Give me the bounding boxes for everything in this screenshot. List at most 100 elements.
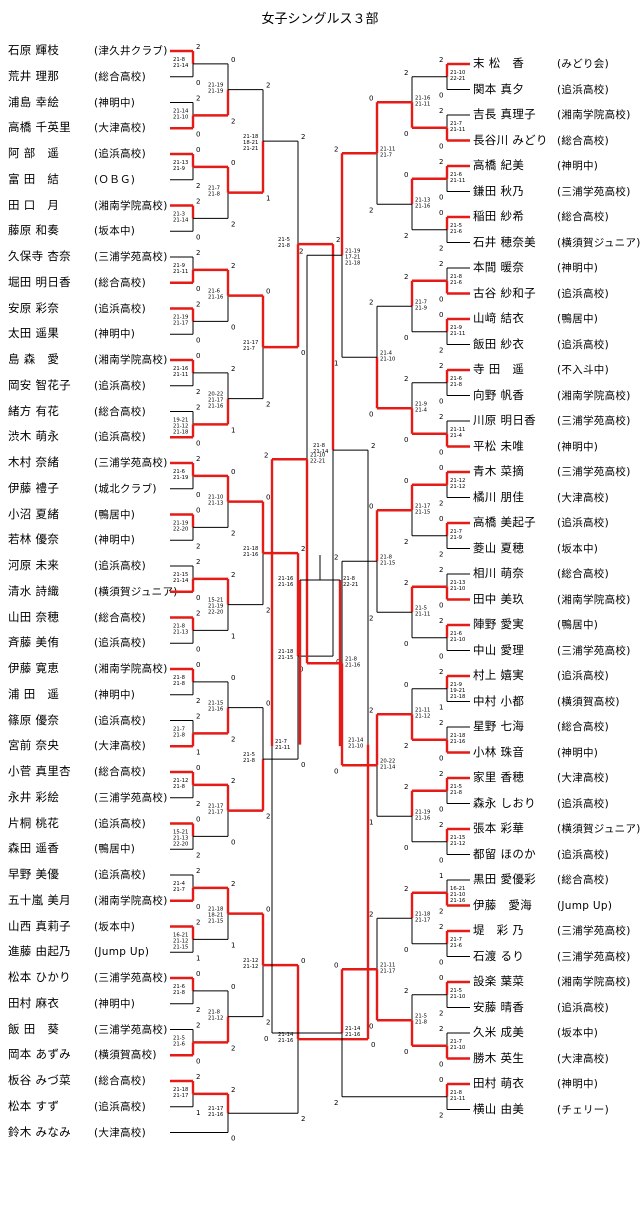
left-games-won: 2	[231, 262, 235, 270]
left-games-won: 2	[231, 220, 235, 228]
right-score: 21-7	[415, 299, 427, 305]
right-score: 21-16	[415, 95, 431, 101]
left-games-won: 0	[371, 1041, 375, 1049]
left-player-13: 島 森 愛(湘南学院高校)	[8, 351, 168, 368]
left-score: 21-8	[278, 243, 291, 249]
right-games-won: 2	[404, 69, 408, 77]
right-player-20: 菱山 夏穂(坂本中)	[473, 540, 598, 557]
player-name: 篠原 優奈	[8, 712, 60, 727]
player-name: 山﨑 結衣	[473, 311, 525, 325]
right-score: 21-10	[450, 994, 466, 1000]
right-games-won: 2	[439, 1025, 443, 1033]
left-score: 15-21	[173, 829, 188, 835]
left-score: 21-17	[208, 804, 223, 810]
right-games-won: 2	[299, 247, 303, 255]
player-name: 村上 嬉実	[473, 668, 525, 682]
left-score: 21-7	[173, 887, 185, 893]
right-player-36: 石渡 るり(三浦学苑高校)	[473, 948, 631, 965]
right-score: 21-17	[415, 503, 430, 509]
left-score: 21-15	[208, 701, 223, 707]
right-score: 21-8	[345, 656, 358, 662]
left-player-24: 斉藤 美侑(追浜高校)	[8, 634, 146, 651]
player-team: (神明中)	[94, 328, 136, 341]
left-score: 21-14	[278, 1032, 294, 1038]
right-games-won: 2	[439, 56, 443, 64]
player-name: 本間 暖奈	[473, 260, 525, 274]
right-score: 21-9	[450, 682, 462, 688]
player-team: (追浜高校)	[94, 1100, 146, 1113]
player-team: (追浜高校)	[94, 431, 146, 444]
right-player-38: 安藤 晴香(追浜高校)	[473, 999, 609, 1016]
left-games-won: 0	[196, 594, 200, 602]
left-games-won: 1	[231, 426, 235, 434]
right-score: 21-8	[450, 1090, 463, 1096]
left-games-won: 0	[196, 816, 200, 824]
player-name: 石渡 るり	[473, 948, 525, 963]
left-player-10: 堀田 明日香(総合高校)	[8, 274, 146, 291]
left-score: 21-7	[243, 346, 255, 352]
right-score: 21-18	[450, 694, 466, 700]
right-score: 21-12	[415, 713, 430, 719]
player-name: 寺 田 遥	[473, 362, 525, 376]
right-score: 21-13	[415, 197, 430, 203]
right-score: 21-15	[450, 835, 465, 841]
right-player-24: 中山 愛理(三浦学苑高校)	[473, 642, 631, 659]
right-games-won: 2	[404, 742, 408, 750]
player-team: (追浜高校)	[557, 287, 609, 300]
player-name: 高橋 美起子	[473, 515, 536, 529]
player-name: 渋木 萌永	[8, 429, 60, 444]
left-score: 21-18	[243, 546, 259, 552]
left-score: 22-20	[173, 526, 189, 532]
left-games-won: 2	[266, 82, 270, 90]
left-games-won: 2	[196, 455, 200, 463]
left-player-22: 清水 詩織(横須賀ジュニア)	[8, 583, 178, 600]
left-score: 21-19	[173, 314, 188, 320]
player-name: 黒田 愛優彩	[473, 872, 536, 886]
left-games-won: 0	[196, 233, 200, 241]
left-score: 21-12	[173, 938, 188, 944]
left-games-won: 0	[231, 468, 235, 476]
left-games-won: 0	[266, 700, 270, 708]
left-score: 21-12	[243, 958, 258, 964]
right-games-won: 0	[439, 515, 443, 523]
left-games-won: 0	[231, 983, 235, 991]
left-games-won: 0	[196, 970, 200, 978]
left-games-won: 2	[196, 43, 200, 51]
player-name: 鈴木 みなみ	[8, 1124, 71, 1139]
left-score: 21-9	[173, 263, 185, 269]
right-score: 21-19	[415, 809, 430, 815]
player-name: 田 口 月	[8, 197, 60, 212]
left-games-won: 2	[231, 117, 235, 125]
left-games-won: 0	[231, 159, 235, 167]
right-games-won: 0	[404, 334, 408, 342]
player-name: 富 田 結	[8, 171, 60, 186]
player-team: (神明中)	[94, 997, 136, 1010]
right-score: 21-9	[450, 535, 462, 541]
player-team: (横須賀高校)	[557, 695, 620, 708]
right-games-won: 2	[439, 668, 443, 676]
left-games-won: 2	[266, 813, 270, 821]
left-player-19: 小沼 夏緒(鴨居中)	[8, 506, 135, 523]
right-games-won: 0	[404, 130, 408, 138]
left-score: 16-21	[173, 932, 188, 938]
player-name: 陣野 愛実	[473, 617, 525, 631]
left-player-11: 安原 彩奈(追浜高校)	[8, 300, 146, 317]
left-score: 21-19	[173, 520, 188, 526]
player-team: (神明中)	[557, 440, 599, 453]
right-games-won: 0	[439, 755, 443, 763]
left-games-won: 2	[196, 249, 200, 257]
player-name: 吉長 真理子	[473, 107, 536, 121]
player-name: 中山 愛理	[473, 642, 525, 657]
left-games-won: 0	[196, 491, 200, 499]
left-player-2: 荒井 理那(総合高校)	[8, 68, 146, 85]
player-name: 松本 すず	[8, 1098, 60, 1113]
right-games-won: 2	[439, 260, 443, 268]
player-team: (湘南学院高校)	[557, 976, 631, 988]
player-name: 向野 帆香	[473, 387, 525, 402]
player-team: (坂本中)	[94, 920, 136, 933]
player-name: 伊藤 愛海	[473, 897, 532, 912]
left-games-won: 0	[196, 336, 200, 344]
right-score: 21-12	[450, 478, 465, 484]
right-score: 21-11	[415, 707, 430, 713]
right-games-won: 2	[439, 908, 443, 916]
